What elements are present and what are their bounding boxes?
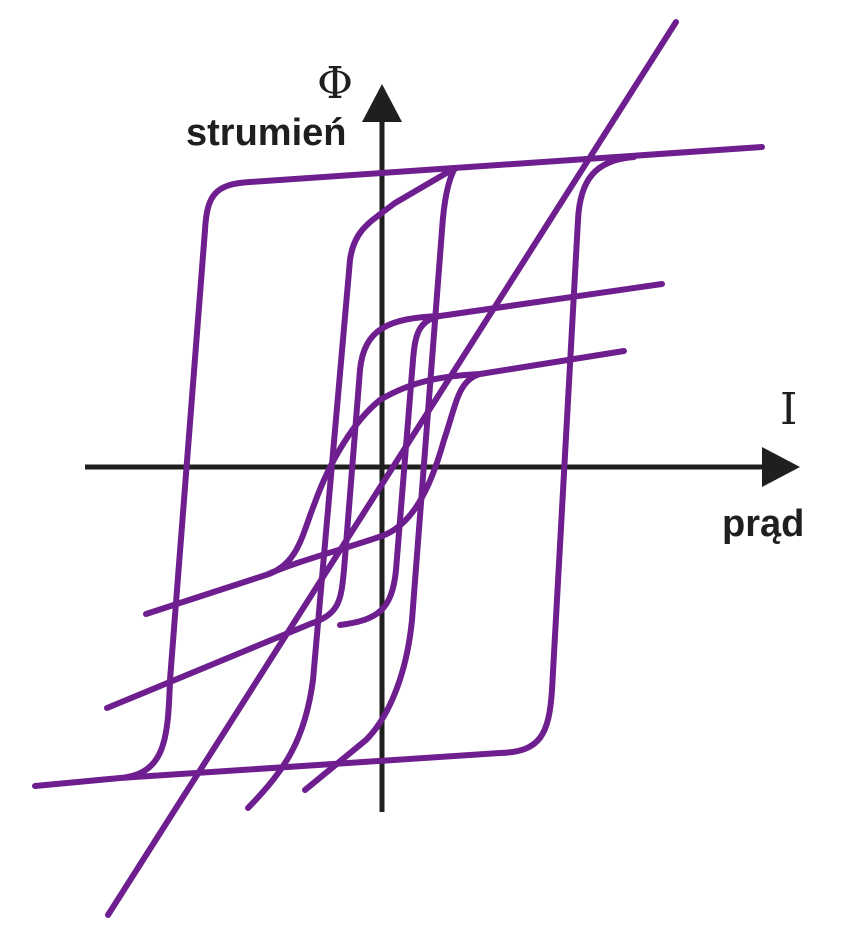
linear-magnetization-line — [105, 19, 679, 918]
y-axis-arrow — [362, 84, 402, 122]
y-axis-label: strumień — [186, 112, 347, 154]
y-axis-symbol: Φ — [317, 58, 354, 109]
medium-hysteresis-loop — [104, 281, 665, 711]
s-hysteresis-loop — [245, 165, 458, 811]
x-axis-symbol: I — [780, 384, 798, 435]
x-axis-label: prąd — [722, 503, 805, 545]
x-axis-arrow — [762, 447, 800, 487]
